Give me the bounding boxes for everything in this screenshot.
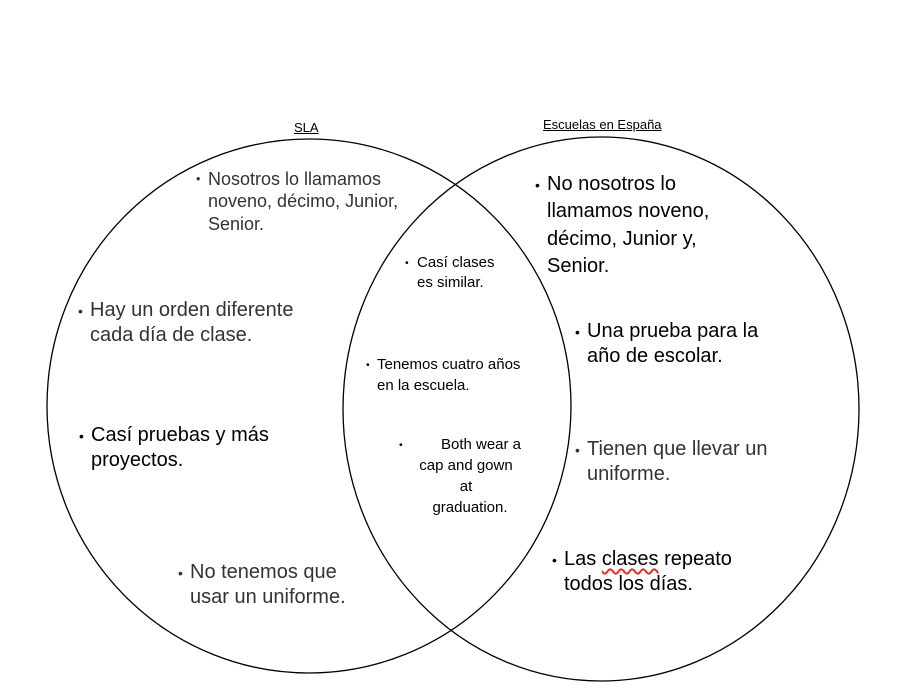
text-line: cap and gown xyxy=(419,457,513,474)
text-line: Casí pruebas y más xyxy=(91,424,269,446)
text-line: llamamos noveno, xyxy=(547,200,710,223)
center-item-2: • Tenemos cuatro años en la escuela. xyxy=(366,354,521,396)
left-circle-sla xyxy=(46,138,572,674)
right-item-4: • Las clases repeato todos los días. xyxy=(552,547,732,597)
left-item-3: • Casí pruebas y más proyectos. xyxy=(79,423,269,473)
bullet-icon: • xyxy=(366,359,370,371)
text-line: décimo, Junior y, xyxy=(547,227,697,250)
bullet-icon: • xyxy=(405,257,409,269)
bullet-icon: • xyxy=(78,303,83,319)
text-line: usar un uniforme. xyxy=(190,585,346,608)
text-line: año de escolar. xyxy=(587,344,723,367)
bullet-icon: • xyxy=(552,552,557,568)
text-line: No tenemos que xyxy=(190,561,337,583)
text-line: uniforme. xyxy=(587,462,671,485)
text-line: at xyxy=(459,478,473,495)
text-line: Tenemos cuatro años xyxy=(377,356,521,373)
bullet-icon: • xyxy=(79,428,84,444)
text-line: Senior. xyxy=(208,213,265,234)
text-line: Una prueba para la xyxy=(587,320,759,342)
left-circle-title: SLA xyxy=(294,120,319,135)
bullet-icon: • xyxy=(535,177,540,193)
center-item-1: • Casí clases es similar. xyxy=(405,253,495,292)
text-line: Hay un orden diferente xyxy=(90,299,294,321)
right-circle-title: Escuelas en España xyxy=(543,117,662,132)
text-line: Casí clases xyxy=(417,254,495,271)
bullet-icon: • xyxy=(399,439,403,451)
bullet-icon: • xyxy=(196,172,201,186)
left-item-2: • Hay un orden diferente cada día de cla… xyxy=(78,298,294,348)
bullet-icon: • xyxy=(575,442,580,458)
text-line: Las clases repeato xyxy=(564,548,732,570)
text-line: todos los días. xyxy=(564,572,693,595)
right-circle-espana xyxy=(342,136,860,682)
left-item-4: • No tenemos que usar un uniforme. xyxy=(178,560,346,610)
right-item-3: • Tienen que llevar un uniforme. xyxy=(575,437,768,487)
text-line: proyectos. xyxy=(91,448,184,471)
text-line: Tienen que llevar un xyxy=(587,438,768,460)
text-line: graduation. xyxy=(432,499,508,516)
left-item-1: • Nosotros lo llamamos noveno, décimo, J… xyxy=(196,168,399,235)
bullet-icon: • xyxy=(575,324,580,340)
text-line: en la escuela. xyxy=(377,377,470,394)
spellcheck-underline: clases xyxy=(601,548,659,570)
text-line: es similar. xyxy=(417,273,484,291)
text-line: No nosotros lo xyxy=(547,173,676,195)
text-line: cada día de clase. xyxy=(90,323,253,346)
right-item-2: • Una prueba para la año de escolar. xyxy=(575,319,759,369)
text-line: Senior. xyxy=(547,255,610,278)
text-line: noveno, décimo, Junior, xyxy=(208,191,399,212)
right-item-1: • No nosotros lo llamamos noveno, décimo… xyxy=(535,171,710,281)
text-line: Nosotros lo llamamos xyxy=(208,169,382,189)
center-item-3: • Both wear a cap and gown at graduation… xyxy=(399,434,527,518)
bullet-icon: • xyxy=(178,565,183,581)
text-line: Both wear a xyxy=(440,436,522,453)
